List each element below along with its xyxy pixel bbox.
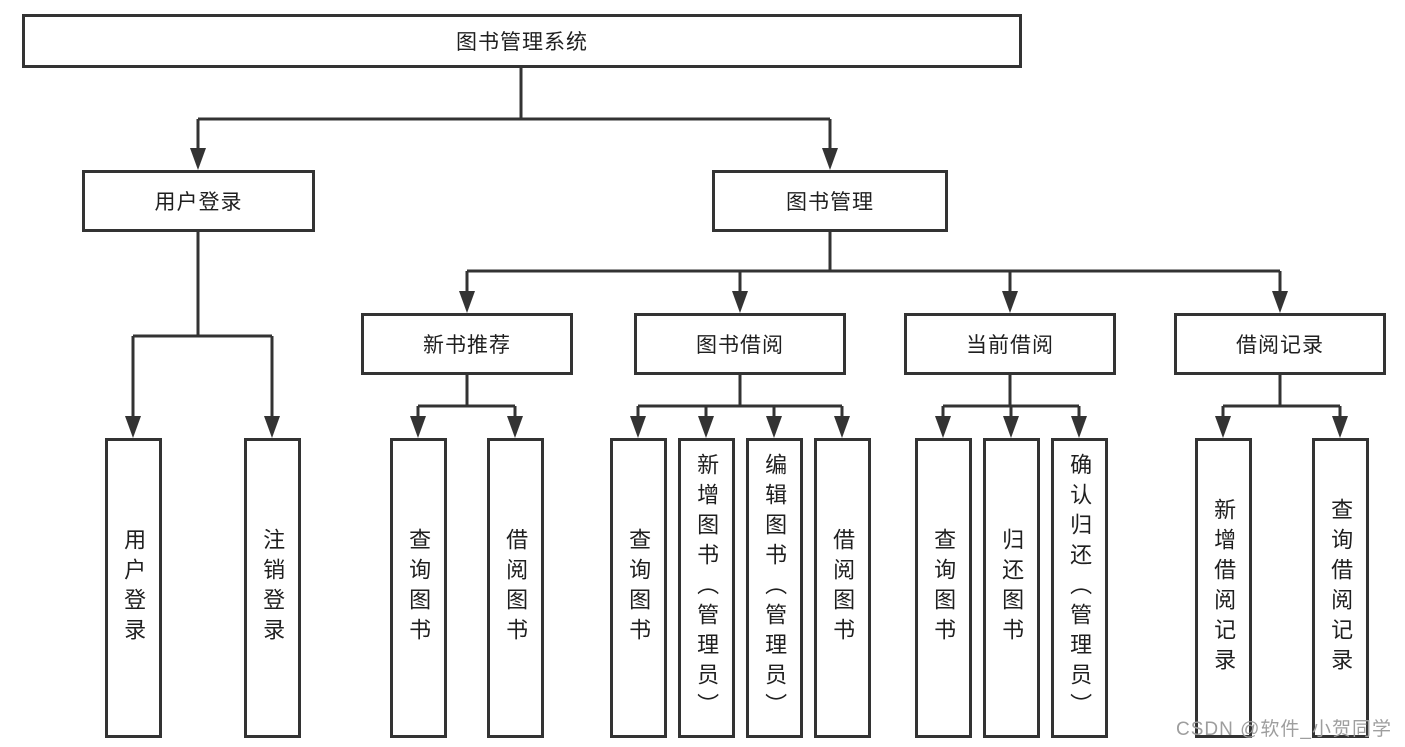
leaf-label: 借阅图书 bbox=[503, 528, 529, 648]
leaf-add-borrow-record: 新增借阅记录 bbox=[1195, 438, 1252, 738]
leaf-label: 编辑图书（管理员） bbox=[762, 453, 788, 723]
leaf-label: 新增图书（管理员） bbox=[694, 453, 720, 723]
connector-book-borrow-to-leaves bbox=[630, 375, 850, 438]
root-node-library-system: 图书管理系统 bbox=[22, 14, 1022, 68]
leaf-borrow-books: 借阅图书 bbox=[487, 438, 544, 738]
connector-current-borrow-to-leaves bbox=[935, 375, 1087, 438]
root-node-label: 图书管理系统 bbox=[456, 31, 588, 54]
leaf-query-books: 查询图书 bbox=[390, 438, 447, 738]
node-label: 图书管理 bbox=[786, 191, 874, 214]
leaf-return-books: 归还图书 bbox=[983, 438, 1040, 738]
leaf-label: 确认归还（管理员） bbox=[1067, 453, 1093, 723]
leaf-user-login: 用户登录 bbox=[105, 438, 162, 738]
leaf-confirm-return-admin: 确认归还（管理员） bbox=[1051, 438, 1108, 738]
leaf-label: 查询图书 bbox=[626, 528, 652, 648]
node-label: 当前借阅 bbox=[966, 334, 1054, 357]
leaf-label: 查询图书 bbox=[406, 528, 432, 648]
node-book-borrow: 图书借阅 bbox=[634, 313, 846, 375]
node-current-borrow: 当前借阅 bbox=[904, 313, 1116, 375]
connector-root-to-level2 bbox=[190, 66, 838, 170]
connector-borrow-record-to-leaves bbox=[1215, 375, 1348, 438]
node-borrow-record: 借阅记录 bbox=[1174, 313, 1386, 375]
leaf-label: 查询图书 bbox=[931, 528, 957, 648]
leaf-borrow-books: 借阅图书 bbox=[814, 438, 871, 738]
node-label: 借阅记录 bbox=[1236, 334, 1324, 357]
leaf-label: 查询借阅记录 bbox=[1328, 498, 1354, 678]
node-user-login: 用户登录 bbox=[82, 170, 315, 232]
node-book-management: 图书管理 bbox=[712, 170, 948, 232]
leaf-label: 用户登录 bbox=[121, 528, 147, 648]
leaf-edit-books-admin: 编辑图书（管理员） bbox=[746, 438, 803, 738]
leaf-query-books: 查询图书 bbox=[915, 438, 972, 738]
leaf-logout: 注销登录 bbox=[244, 438, 301, 738]
leaf-query-books: 查询图书 bbox=[610, 438, 667, 738]
node-label: 新书推荐 bbox=[423, 334, 511, 357]
node-label: 用户登录 bbox=[154, 191, 243, 214]
connector-book-management-to-level3 bbox=[459, 232, 1288, 313]
csdn-watermark: CSDN @软件_小贺同学 bbox=[1176, 719, 1392, 740]
leaf-add-books-admin: 新增图书（管理员） bbox=[678, 438, 735, 738]
leaf-query-borrow-record: 查询借阅记录 bbox=[1312, 438, 1369, 738]
connector-user-login-to-leaves bbox=[125, 232, 280, 438]
leaf-label: 借阅图书 bbox=[830, 528, 856, 648]
leaf-label: 归还图书 bbox=[999, 528, 1025, 648]
leaf-label: 注销登录 bbox=[260, 528, 286, 648]
node-new-book-recommend: 新书推荐 bbox=[361, 313, 573, 375]
leaf-label: 新增借阅记录 bbox=[1211, 498, 1237, 678]
node-label: 图书借阅 bbox=[696, 334, 784, 357]
connector-new-book-to-leaves bbox=[410, 375, 523, 438]
